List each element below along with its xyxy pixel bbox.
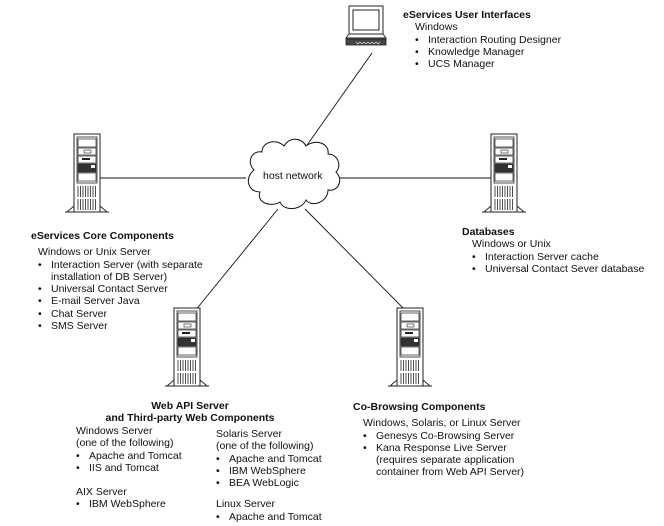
web-api-solaris-list: Apache and Tomcat IBM WebSphere BEA WebL… (216, 453, 322, 490)
workstation-icon (345, 5, 387, 46)
list-item: Apache and Tomcat (216, 453, 322, 466)
list-item: Universal Contact Server (38, 283, 203, 296)
web-api-linux-platform: Linux Server (216, 498, 275, 511)
web-api-windows-note: (one of the following) (76, 437, 174, 450)
list-item: UCS Manager (415, 58, 561, 71)
list-item: BEA WebLogic (216, 477, 322, 490)
list-item: Interaction Routing Designer (415, 34, 561, 47)
list-item: SMS Server (38, 320, 203, 333)
list-item: Kana Response Live Server(requires separ… (363, 442, 524, 479)
web-api-title-line1: Web API Server (151, 400, 229, 412)
web-api-solaris-linux-block: Solaris Server (one of the following) Ap… (216, 428, 322, 523)
server-tower-icon-co-browsing (387, 307, 433, 387)
list-item: Genesys Co-Browsing Server (363, 430, 524, 443)
link-user-interfaces (304, 52, 373, 149)
server-tower-icon-databases (481, 133, 527, 213)
web-api-solaris-platform: Solaris Server (216, 428, 282, 440)
web-api-aix-list: IBM WebSphere (76, 498, 182, 511)
co-browsing-list: Genesys Co-Browsing Server Kana Response… (353, 430, 524, 479)
list-item: Apache and Tomcat (216, 511, 322, 524)
databases-list: Interaction Server cache Universal Conta… (462, 251, 644, 276)
list-item: Universal Contact Sever database (472, 263, 644, 276)
list-item: IIS and Tomcat (76, 462, 182, 475)
list-item: Interaction Server (with separateinstall… (38, 259, 203, 284)
user-interfaces-title: eServices User Interfaces (403, 9, 531, 21)
web-api-windows-platform: Windows Server (76, 425, 153, 437)
user-interfaces-platform: Windows (415, 21, 458, 34)
list-item: Chat Server (38, 308, 203, 321)
user-interfaces-block: eServices User Interfaces Windows Intera… (403, 9, 561, 71)
co-browsing-title: Co-Browsing Components (353, 401, 486, 413)
server-tower-icon-core (64, 133, 110, 213)
list-item: Apache and Tomcat (76, 450, 182, 463)
list-item: Knowledge Manager (415, 46, 561, 59)
web-api-title: Web API Server and Third-party Web Compo… (90, 400, 290, 425)
web-api-title-line2: and Third-party Web Components (105, 412, 275, 425)
list-item: Interaction Server cache (472, 251, 644, 264)
link-web-api (189, 208, 279, 318)
co-browsing-block: Co-Browsing Components Windows, Solaris,… (353, 401, 524, 479)
web-api-windows-aix-block: Windows Server (one of the following) Ap… (76, 425, 182, 511)
databases-platform: Windows or Unix (472, 238, 551, 251)
databases-block: Databases Windows or Unix Interaction Se… (462, 226, 644, 275)
cloud-icon (247, 138, 341, 209)
core-components-title: eServices Core Components (31, 230, 174, 242)
core-components-platform: Windows or Unix Server (38, 246, 151, 259)
list-item: IBM WebSphere (216, 465, 322, 478)
web-api-solaris-note: (one of the following) (216, 440, 314, 453)
user-interfaces-list: Interaction Routing Designer Knowledge M… (403, 34, 561, 71)
core-components-block: eServices Core Components Windows or Uni… (31, 230, 203, 333)
core-components-list: Interaction Server (with separateinstall… (31, 259, 203, 333)
web-api-linux-list: Apache and Tomcat (216, 511, 322, 524)
list-item: E-mail Server Java (38, 295, 203, 308)
network-label: host network (263, 170, 323, 182)
co-browsing-platform: Windows, Solaris, or Linux Server (363, 417, 521, 430)
list-item: IBM WebSphere (76, 498, 182, 511)
web-api-windows-list: Apache and Tomcat IIS and Tomcat (76, 450, 182, 475)
web-api-aix-platform: AIX Server (76, 486, 127, 499)
databases-title: Databases (462, 226, 515, 238)
link-co-browsing (304, 208, 413, 318)
